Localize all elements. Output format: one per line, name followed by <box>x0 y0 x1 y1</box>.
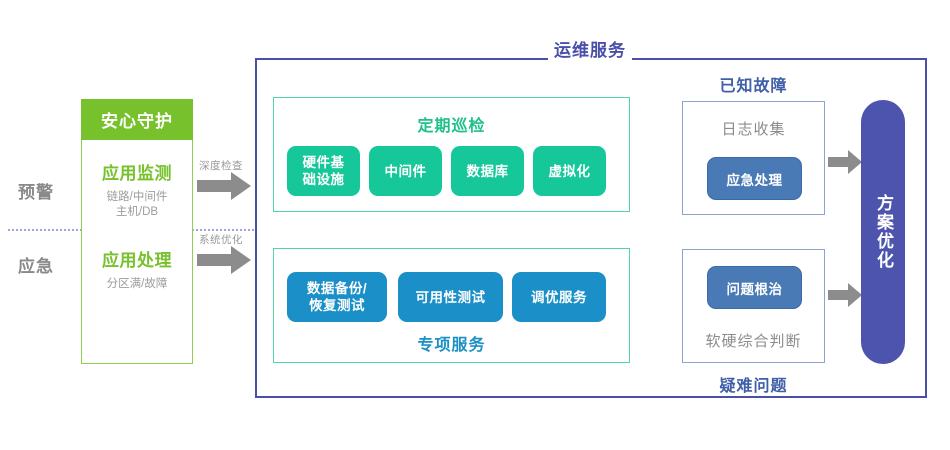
ops-service-title: 运维服务 <box>548 36 632 61</box>
chip-label: 调优服务 <box>531 289 587 305</box>
chip-label: 硬件基 础设施 <box>303 154 345 188</box>
guard-block-subtitle: 链路/中间件 主机/DB <box>81 190 193 220</box>
right-arrow-icon <box>197 172 251 200</box>
guard-panel-header: 安心守护 <box>81 99 193 140</box>
guard-subtitle-line-1: 分区满/故障 <box>106 278 168 290</box>
chip-hardware-infrastructure[interactable]: 硬件基 础设施 <box>287 146 360 196</box>
chip-middleware[interactable]: 中间件 <box>369 146 442 196</box>
chip-label: 可用性测试 <box>415 289 486 305</box>
guard-block-title: 应用处理 <box>102 251 172 270</box>
chip-label-line-1: 硬件基 <box>302 155 345 170</box>
right-arrow-icon <box>197 246 251 274</box>
chip-label: 数据备份/ 恢复测试 <box>307 280 367 314</box>
chip-label-line-2: 恢复测试 <box>308 298 365 313</box>
chip-availability-test[interactable]: 可用性测试 <box>398 272 503 322</box>
chip-label-line-1: 数据备份/ <box>306 281 368 296</box>
chip-label-line-2: 础设施 <box>302 172 345 187</box>
guard-subtitle-line-2: 主机/DB <box>115 206 159 218</box>
arrow-caption-system-optimize: 系统优化 <box>199 234 243 246</box>
section-title-difficult-problem: 疑难问题 <box>719 378 788 395</box>
guard-subtitle-line-1: 链路/中间件 <box>106 191 168 203</box>
guard-panel <box>81 99 193 364</box>
chip-tuning-service[interactable]: 调优服务 <box>512 272 606 322</box>
group-title-periodic-inspection: 定期巡检 <box>417 118 486 135</box>
result-bar-label: 方案优化 <box>874 194 893 270</box>
button-root-cause-fix[interactable]: 问题根治 <box>707 266 802 309</box>
result-bar-solution-optimization[interactable]: 方案优化 <box>861 100 905 364</box>
arrow-caption-deep-check: 深度检查 <box>199 160 243 172</box>
stage-label-warning: 预警 <box>18 183 54 202</box>
chip-label: 中间件 <box>384 163 427 179</box>
chip-label: 数据库 <box>466 163 509 179</box>
chip-label: 虚拟化 <box>548 163 591 179</box>
stage-label-emergency: 应急 <box>18 257 54 276</box>
guard-block-title: 应用监测 <box>102 164 172 183</box>
chip-data-backup-recovery-test[interactable]: 数据备份/ 恢复测试 <box>287 272 387 322</box>
guard-block-subtitle: 分区满/故障 <box>81 277 193 292</box>
section-title-known-fault: 已知故障 <box>719 78 788 95</box>
section-caption-log-collection: 日志收集 <box>721 121 786 138</box>
group-title-special-service: 专项服务 <box>417 337 486 354</box>
right-arrow-icon <box>828 283 862 307</box>
section-caption-software-hardware-judgement: 软硬综合判断 <box>705 333 802 350</box>
button-emergency-handling[interactable]: 应急处理 <box>707 157 802 200</box>
chip-virtualization[interactable]: 虚拟化 <box>533 146 606 196</box>
guard-block-application-handling: 应用处理 分区满/故障 <box>81 250 193 292</box>
guard-block-application-monitoring: 应用监测 链路/中间件 主机/DB <box>81 163 193 220</box>
chip-database[interactable]: 数据库 <box>451 146 524 196</box>
right-arrow-icon <box>828 150 862 174</box>
